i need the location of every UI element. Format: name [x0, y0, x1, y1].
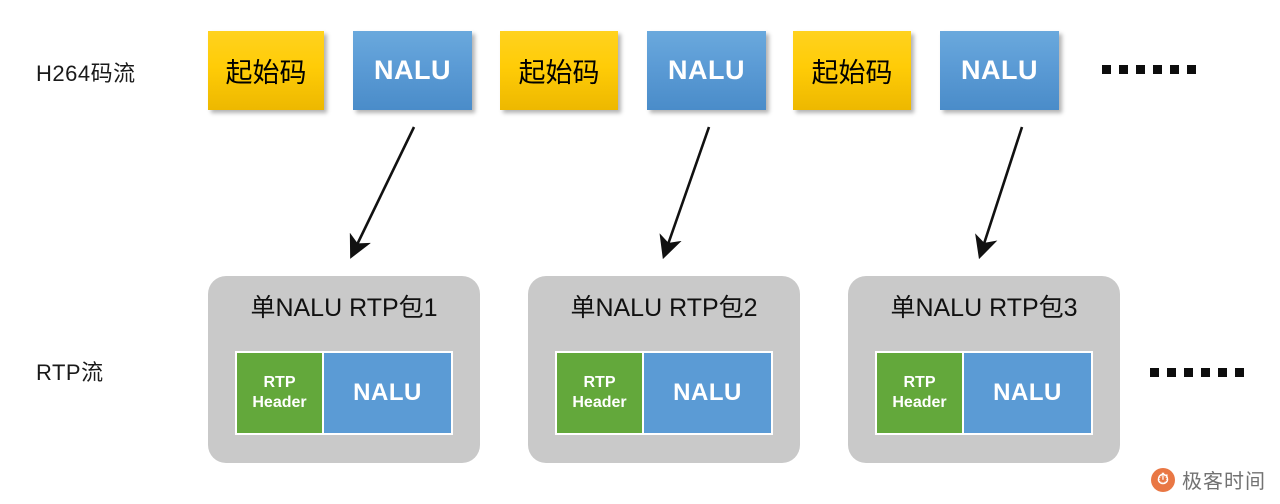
rtp-packet-3-body: RTP Header NALU [875, 351, 1093, 435]
geektime-logo-icon: ⏱ [1151, 467, 1175, 492]
rtp-packet-1-body: RTP Header NALU [235, 351, 453, 435]
rtp-header-line-1: RTP [583, 374, 616, 391]
rtp-packet-3: 单NALU RTP包3 RTP Header NALU [848, 276, 1120, 463]
rtp-packet-2: 单NALU RTP包2 RTP Header NALU [528, 276, 800, 463]
stream-block-start-code-1: 起始码 [208, 31, 324, 110]
ellipsis-dot [1184, 368, 1193, 377]
arrow-nalu1-to-packet1 [349, 126, 416, 259]
arrow-nalu2-to-packet2 [659, 126, 711, 260]
rtp-stream-ellipsis [1150, 368, 1244, 377]
rtp-packet-3-title: 单NALU RTP包3 [890, 294, 1078, 322]
arrow-nalu3-to-packet3 [975, 126, 1024, 260]
rtp-packet-1: 单NALU RTP包1 RTP Header NALU [208, 276, 480, 463]
ellipsis-dot [1102, 65, 1111, 74]
stream-block-start-code-2: 起始码 [500, 31, 618, 110]
rtp-packet-2-body: RTP Header NALU [555, 351, 773, 435]
rtp-packet-2-header-cell: RTP Header [557, 353, 644, 433]
rtp-header-line-2: Header [252, 394, 307, 411]
ellipsis-dot [1170, 65, 1179, 74]
ellipsis-dot [1136, 65, 1145, 74]
ellipsis-dot [1201, 368, 1210, 377]
rtp-packet-3-header-cell: RTP Header [877, 353, 964, 433]
ellipsis-dot [1150, 368, 1159, 377]
stream-block-nalu-3: NALU [940, 31, 1059, 110]
ellipsis-dot [1187, 65, 1196, 74]
ellipsis-dot [1235, 368, 1244, 377]
row-label-h264: H264码流 [36, 61, 136, 86]
ellipsis-dot [1167, 368, 1176, 377]
row-label-rtp: RTP流 [36, 360, 104, 385]
rtp-header-line-2: Header [572, 394, 627, 411]
ellipsis-dot [1153, 65, 1162, 74]
stream-block-start-code-3: 起始码 [793, 31, 911, 110]
rtp-header-line-2: Header [892, 394, 947, 411]
rtp-packet-1-payload-cell: NALU [324, 353, 451, 433]
stream-block-nalu-2: NALU [647, 31, 766, 110]
rtp-packet-2-title: 单NALU RTP包2 [570, 294, 758, 322]
ellipsis-dot [1119, 65, 1128, 74]
rtp-header-line-1: RTP [263, 374, 296, 391]
rtp-packet-2-payload-cell: NALU [644, 353, 771, 433]
watermark: ⏱ 极客时间 [1151, 465, 1266, 494]
stream-block-nalu-1: NALU [353, 31, 472, 110]
watermark-text: 极客时间 [1182, 471, 1266, 493]
rtp-packet-1-header-cell: RTP Header [237, 353, 324, 433]
ellipsis-dot [1218, 368, 1227, 377]
h264-stream-ellipsis [1102, 65, 1196, 74]
rtp-packet-3-payload-cell: NALU [964, 353, 1091, 433]
rtp-header-line-1: RTP [903, 374, 936, 391]
rtp-packet-1-title: 单NALU RTP包1 [250, 294, 438, 322]
